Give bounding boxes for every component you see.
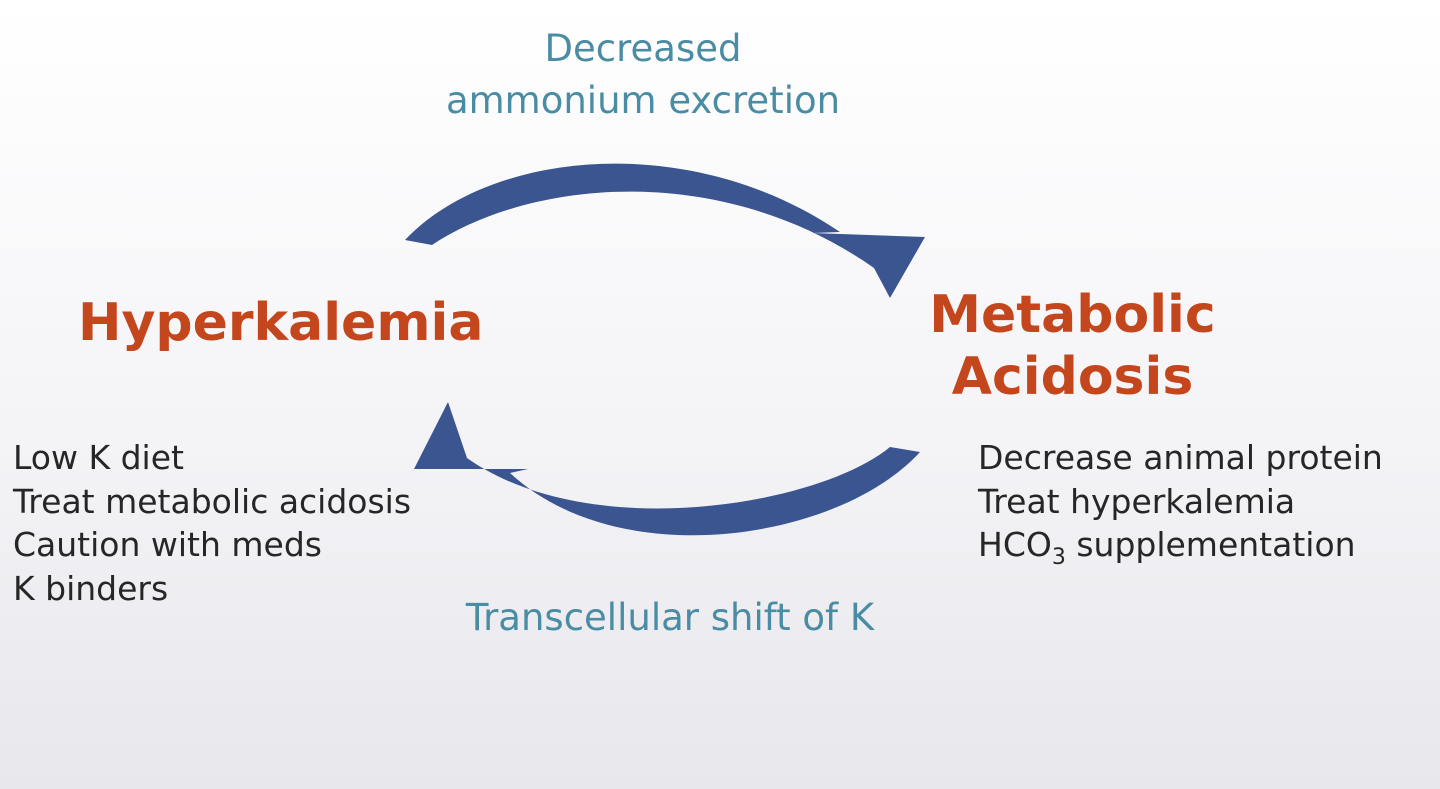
metabolic-acidosis-title: Metabolic Acidosis [905, 284, 1240, 408]
bicarbonate-formula-prefix: HCO [978, 525, 1052, 564]
top-process-label: Decreased ammonium excretion [343, 23, 943, 127]
bicarbonate-formula-subscript: 3 [1051, 545, 1066, 570]
list-item: Treat hyperkalemia [978, 481, 1296, 521]
metabolic-acidosis-title-line2: Acidosis [951, 347, 1194, 407]
hyperkalemia-title: Hyperkalemia [78, 293, 484, 353]
acidosis-treatment-list: Decrease animal protein Treat hyperkalem… [978, 436, 1383, 580]
list-item: Decrease animal protein [978, 438, 1383, 477]
top-process-line1: Decreased [544, 27, 742, 70]
list-item: HCO3 supplementation [978, 523, 1383, 580]
list-item: K binders [13, 568, 169, 608]
top-process-line2: ammonium excretion [445, 79, 841, 122]
bicarbonate-supplementation-text: supplementation [1065, 525, 1356, 564]
bottom-process-label: Transcellular shift of K [465, 596, 875, 639]
metabolic-acidosis-title-line1: Metabolic [929, 285, 1216, 345]
forward-arrow [405, 163, 925, 298]
list-item: Treat metabolic acidosis [13, 481, 412, 521]
list-item: Low K diet [13, 438, 184, 477]
list-item: Caution with meds [13, 525, 322, 564]
backward-arrow [414, 402, 920, 536]
hyperkalemia-treatment-list: Low K diet Treat metabolic acidosis Caut… [13, 436, 411, 610]
